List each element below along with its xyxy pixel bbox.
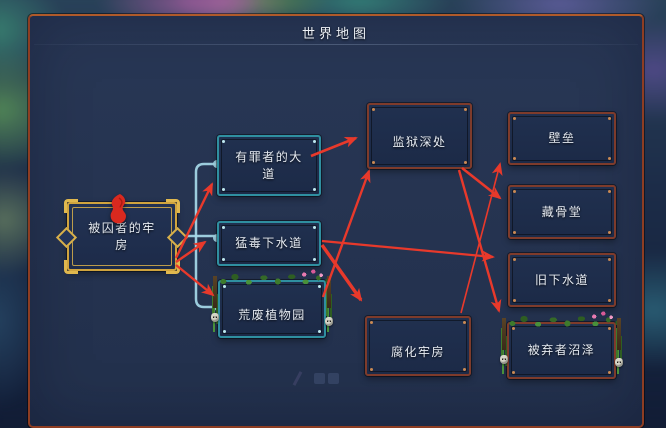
map-node-toxic-sewers[interactable]: 猛毒下水道 — [217, 221, 321, 266]
corner-ornament — [513, 299, 516, 302]
corner-ornament — [372, 161, 375, 164]
corner-ornament — [313, 226, 316, 229]
corner-ornament — [372, 108, 375, 111]
corner-ornament — [608, 299, 611, 302]
corner-ornament — [608, 231, 611, 234]
map-title: 世界地图 — [301, 26, 370, 41]
corner-ornament — [608, 371, 611, 374]
corner-ornament — [608, 157, 611, 160]
corner-ornament — [608, 190, 611, 193]
corner-ornament — [463, 321, 466, 324]
node-label: 壁垒 — [548, 131, 576, 145]
map-node-old-sewers[interactable]: 旧下水道 — [508, 253, 616, 307]
corner-ornament — [222, 188, 225, 191]
corner-ornament — [608, 117, 611, 120]
map-node-arboretum[interactable]: 荒废植物园 — [211, 268, 333, 338]
corner-ornament — [222, 258, 225, 261]
map-node-morass[interactable]: 被弃者沼泽 — [500, 310, 623, 379]
faint-hint-key — [314, 373, 325, 384]
player-marker-icon — [106, 192, 132, 228]
corner-ornament — [513, 117, 516, 120]
skull-charm-icon — [500, 354, 508, 364]
vine-side-decoration — [502, 318, 506, 350]
corner-ornament — [513, 231, 516, 234]
gold-corner-ornament — [166, 260, 180, 274]
corner-ornament — [608, 327, 611, 330]
corner-ornament — [313, 188, 316, 191]
corner-ornament — [318, 330, 321, 333]
corner-ornament — [464, 161, 467, 164]
gold-corner-ornament — [64, 260, 78, 274]
node-label: 荒废植物园 — [238, 308, 306, 322]
faint-hint — [292, 370, 340, 387]
corner-ornament — [222, 140, 225, 143]
node-label: 被囚者的牢房 — [88, 220, 156, 252]
corner-ornament — [512, 327, 515, 330]
vine-side-decoration — [327, 276, 331, 308]
map-node-ramparts[interactable]: 壁垒 — [508, 112, 616, 165]
map-node-prisoners-quarters[interactable]: 被囚者的牢房 — [55, 199, 189, 274]
node-label: 有罪者的大道 — [235, 149, 303, 181]
node-label: 被弃者沼泽 — [527, 343, 596, 357]
corner-ornament — [513, 157, 516, 160]
corner-ornament — [512, 371, 515, 374]
map-node-promenade[interactable]: 有罪者的大道 — [217, 135, 321, 196]
vine-side-decoration — [213, 276, 217, 308]
map-node-ossuary[interactable]: 藏骨堂 — [508, 185, 616, 239]
corner-ornament — [463, 368, 466, 371]
gold-diamond-ornament — [166, 226, 189, 248]
corner-ornament — [222, 226, 225, 229]
skull-charm-icon — [211, 313, 219, 323]
corner-ornament — [223, 330, 226, 333]
vine-side-decoration — [617, 318, 621, 350]
corner-ornament — [313, 140, 316, 143]
corner-ornament — [313, 258, 316, 261]
gold-corner-ornament — [166, 199, 180, 213]
skull-charm-icon — [325, 316, 333, 326]
node-label: 腐化牢房 — [390, 345, 445, 359]
corner-ornament — [318, 285, 321, 288]
node-label: 猛毒下水道 — [235, 236, 303, 250]
corner-ornament — [608, 258, 611, 261]
map-nodes-layer: 被囚者的牢房 有罪者的大道猛毒下水道荒废植物园 监狱深处腐化牢房 壁垒藏骨堂旧下水道被… — [55, 103, 623, 379]
vine-decoration — [503, 310, 620, 328]
faint-hint-key — [328, 373, 339, 384]
corner-ornament — [370, 321, 373, 324]
vine-decoration — [214, 268, 330, 286]
gold-diamond-ornament — [55, 226, 78, 248]
map-node-prison-depths[interactable]: 监狱深处 — [367, 103, 472, 169]
corner-ornament — [513, 190, 516, 193]
node-label: 旧下水道 — [534, 272, 589, 287]
skull-charm-icon — [615, 357, 623, 367]
corner-ornament — [464, 108, 467, 111]
corner-ornament — [370, 368, 373, 371]
corner-ornament — [513, 258, 516, 261]
node-label: 监狱深处 — [392, 135, 447, 149]
corner-ornament — [223, 285, 226, 288]
node-label: 藏骨堂 — [541, 204, 583, 219]
gold-corner-ornament — [64, 199, 78, 213]
title-separator — [34, 44, 638, 45]
map-node-corrupted-prison[interactable]: 腐化牢房 — [365, 316, 471, 376]
